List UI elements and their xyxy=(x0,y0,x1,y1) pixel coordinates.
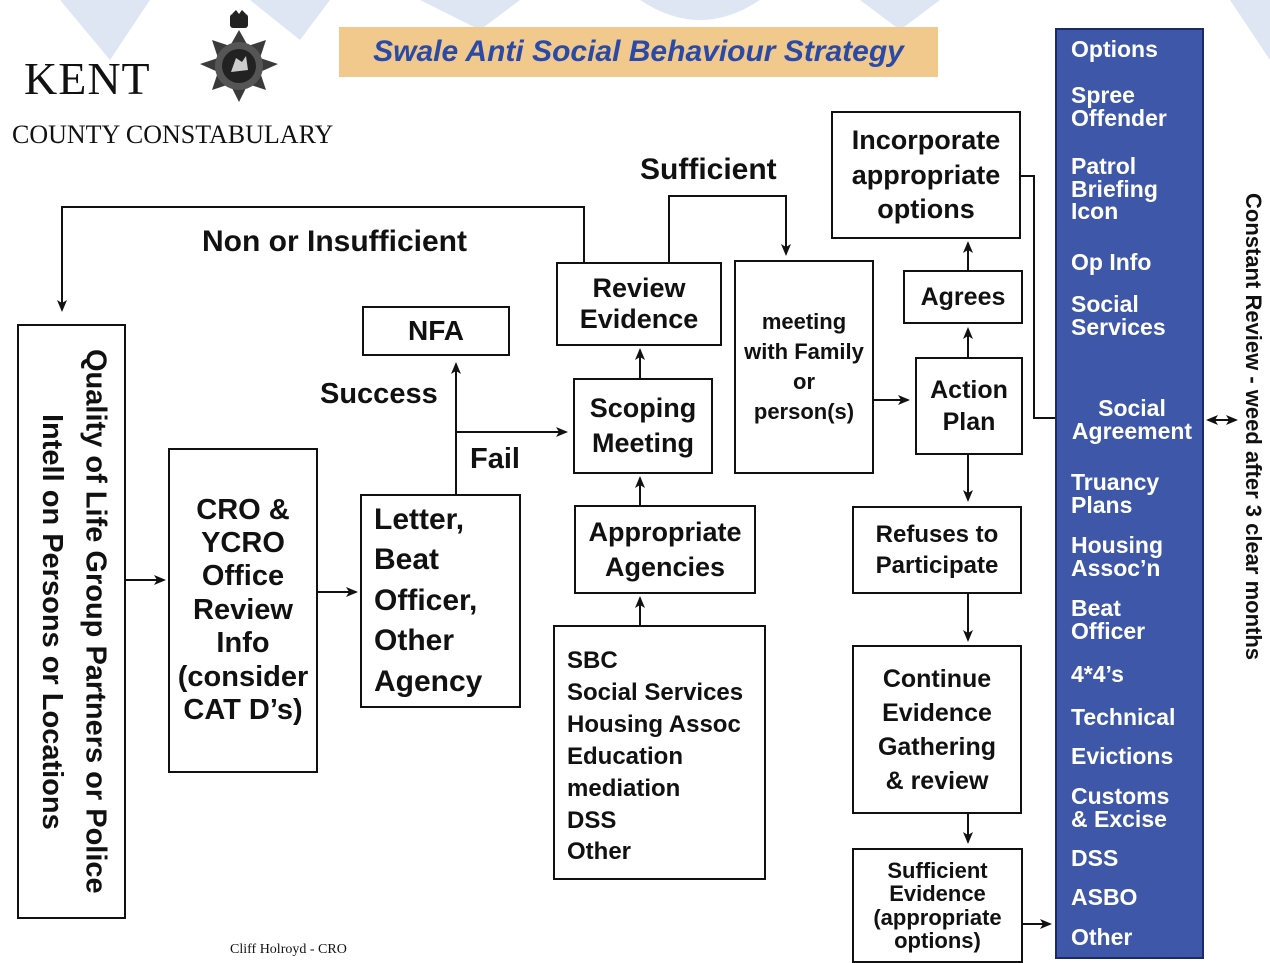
review-evidence-text: Review Evidence xyxy=(579,272,699,334)
family-meeting-box: meeting with Family or person(s) xyxy=(734,260,874,474)
agency-list-item: Other xyxy=(567,838,632,866)
police-crest-icon xyxy=(200,10,278,102)
title-banner: Swale Anti Social Behaviour Strategy xyxy=(339,27,938,77)
appropriate-agencies-box: Appropriate Agencies xyxy=(574,505,756,594)
agrees-text: Agrees xyxy=(920,282,1006,311)
family-meeting-text: meeting with Family or person(s) xyxy=(744,309,864,424)
option-item: Evictions xyxy=(1071,743,1174,769)
continue-evidence-text: Continue Evidence Gathering & review xyxy=(877,664,997,795)
review-evidence-box: Review Evidence xyxy=(556,262,722,346)
option-item: Spree Offender xyxy=(1071,82,1167,131)
options-sidebar: Options Spree Offender Patrol Briefing I… xyxy=(1055,28,1204,959)
letter-box: Letter, Beat Officer, Other Agency xyxy=(360,494,521,708)
nfa-box: NFA xyxy=(362,306,510,356)
option-item: DSS xyxy=(1071,845,1119,871)
refuses-box: Refuses to Participate xyxy=(852,506,1022,594)
agency-list-item: Social Services xyxy=(567,678,744,706)
org-name: KENT xyxy=(24,53,151,104)
sufficient-evidence-text: Sufficient Evidence (appropriate options… xyxy=(873,858,1002,953)
option-item: Customs & Excise xyxy=(1071,783,1170,832)
option-item: Social Services xyxy=(1071,291,1166,340)
option-item: Technical xyxy=(1071,704,1176,730)
action-plan-box: Action Plan xyxy=(915,357,1023,455)
option-item: Patrol Briefing Icon xyxy=(1071,153,1158,225)
incorporate-options-box: Incorporate appropriate options xyxy=(831,111,1021,239)
scoping-meeting-text: Scoping Meeting xyxy=(589,392,697,458)
nfa-text: NFA xyxy=(408,314,464,346)
option-item: Truancy Plans xyxy=(1071,469,1160,518)
cro-box: CRO & YCRO Office Review Info (consider … xyxy=(168,448,318,773)
refuses-text: Refuses to Participate xyxy=(875,520,999,579)
option-item: Beat Officer xyxy=(1071,595,1146,644)
agency-list-item: SBC xyxy=(567,647,618,674)
scoping-meeting-box: Scoping Meeting xyxy=(573,378,713,474)
letter-text: Letter, Beat Officer, Other Agency xyxy=(374,502,483,698)
agency-list-item: Housing Assoc xyxy=(567,710,741,738)
agency-list-item: Education xyxy=(567,742,684,770)
cro-text: CRO & YCRO Office Review Info (consider … xyxy=(177,493,309,726)
fail-label: Fail xyxy=(470,443,520,475)
agency-list-item: DSS xyxy=(567,806,617,834)
constant-review-label: Constant Review - weed after 3 clear mon… xyxy=(1241,193,1266,661)
action-plan-text: Action Plan xyxy=(930,375,1008,437)
options-heading: Options xyxy=(1071,36,1158,62)
non-insufficient-label: Non or Insufficient xyxy=(202,225,467,258)
org-subname: COUNTY CONSTABULARY xyxy=(12,120,334,149)
option-item: 4*4’s xyxy=(1071,661,1124,687)
incorporate-options-text: Incorporate appropriate options xyxy=(851,125,1001,225)
continue-evidence-box: Continue Evidence Gathering & review xyxy=(852,645,1022,814)
quality-of-life-box: Quality of Life Group Partners or Police… xyxy=(17,324,126,919)
appropriate-agencies-text: Appropriate Agencies xyxy=(588,516,742,582)
option-item: ASBO xyxy=(1071,884,1138,910)
footer-credit: Cliff Holroyd - CRO xyxy=(230,942,347,957)
sufficient-label: Sufficient xyxy=(640,153,777,186)
option-item: Social Agreement xyxy=(1071,395,1193,444)
quality-of-life-text: Quality of Life Group Partners or Police… xyxy=(36,349,112,894)
option-item: Op Info xyxy=(1071,249,1152,275)
option-item: Housing Assoc’n xyxy=(1071,532,1163,581)
page-title: Swale Anti Social Behaviour Strategy xyxy=(373,35,904,68)
option-item: Other xyxy=(1071,924,1133,950)
sufficient-evidence-box: Sufficient Evidence (appropriate options… xyxy=(852,848,1023,963)
agency-list-item: mediation xyxy=(567,774,681,802)
agrees-box: Agrees xyxy=(903,270,1023,324)
agency-list-box: SBC Social Services Housing Assoc Educat… xyxy=(553,625,766,880)
success-label: Success xyxy=(320,378,438,410)
